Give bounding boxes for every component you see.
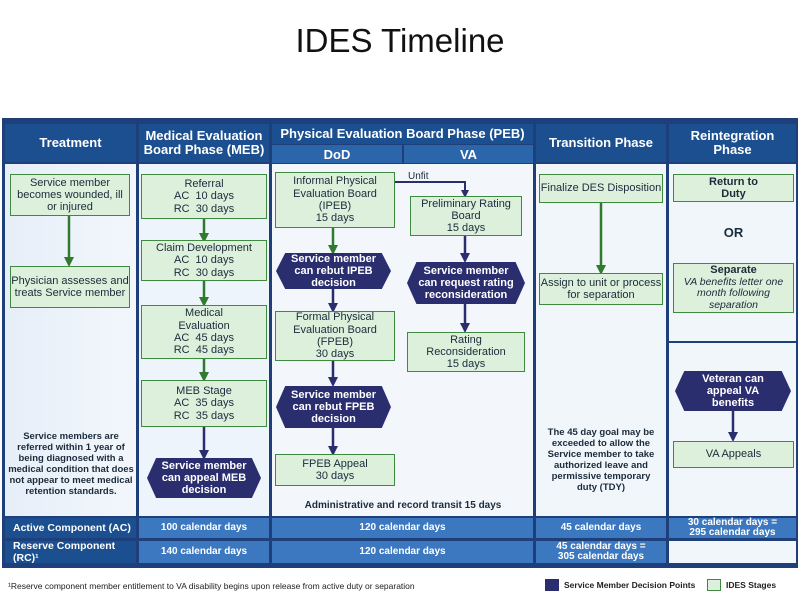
stage-finalize-disposition: Finalize DES Disposition — [539, 174, 663, 203]
admin-transit-note: Administrative and record transit 15 day… — [304, 500, 502, 511]
page-title: IDES Timeline — [295, 22, 505, 59]
header-peb: Physical Evaluation Board Phase (PEB) — [272, 124, 533, 144]
decision-rebut-ipeb: Service member can rebut IPEB decision — [276, 253, 391, 289]
stage-wounded: Service member becomes wounded, ill or i… — [10, 174, 130, 216]
stage-meb: MEB Stage AC 35 days RC 35 days — [141, 380, 267, 427]
decision-appeal-meb: Service member can appeal MEB decision — [147, 458, 261, 498]
stage-separate: Separate VA benefits letter one month fo… — [673, 263, 794, 313]
header-peb-dod: DoD — [272, 145, 402, 163]
stage-assign-unit: Assign to unit or process for separation — [539, 273, 663, 305]
ac-meb-days: 100 calendar days — [139, 518, 269, 538]
decision-appeal-va-benefits: Veteran can appeal VA benefits — [675, 371, 791, 411]
rc-transition-days: 45 calendar days = 305 calendar days — [536, 541, 666, 563]
stage-return-to-duty: Return to Duty — [673, 174, 794, 202]
rc-row-label: Reserve Component (RC)¹ — [5, 540, 136, 564]
stage-medical-evaluation: Medical Evaluation AC 45 days RC 45 days — [141, 305, 267, 359]
stage-va-appeals: VA Appeals — [673, 441, 794, 468]
stage-claim-development: Claim Development AC 10 days RC 30 days — [141, 240, 267, 281]
decision-rebut-fpeb: Service member can rebut FPEB decision — [276, 386, 391, 428]
legend-decision-swatch — [545, 579, 559, 591]
legend-stage-label: IDES Stages — [726, 580, 777, 590]
decision-request-reconsideration: Service member can request rating recons… — [407, 262, 525, 304]
header-peb-va: VA — [404, 145, 533, 163]
stage-physician: Physician assesses and treats Service me… — [10, 266, 130, 308]
header-reintegration: Reintegration Phase — [669, 124, 796, 162]
stage-rating-reconsideration: Rating Reconsideration 15 days — [407, 332, 525, 372]
ac-row-label: Active Component (AC) — [5, 518, 136, 538]
treatment-note: Service members are referred within 1 ye… — [8, 431, 134, 497]
stage-fpeb: Formal Physical Evaluation Board (FPEB) … — [275, 311, 395, 361]
ac-reintegration-days: 30 calendar days = 295 calendar days — [669, 517, 796, 538]
treatment-column — [5, 164, 136, 516]
footnote: ¹Reserve component member entitlement to… — [8, 581, 415, 591]
ac-peb-days: 120 calendar days — [272, 518, 533, 538]
stage-ipeb: Informal Physical Evaluation Board (IPEB… — [275, 172, 395, 228]
rc-peb-days: 120 calendar days — [272, 541, 533, 563]
stage-fpeb-appeal: FPEB Appeal 30 days — [275, 454, 395, 486]
or-label: OR — [723, 225, 744, 240]
ac-transition-days: 45 calendar days — [536, 518, 666, 538]
header-meb: Medical Evaluation Board Phase (MEB) — [139, 124, 269, 162]
transition-note: The 45 day goal may be exceeded to allow… — [547, 427, 655, 493]
unfit-label: Unfit — [408, 171, 429, 182]
header-transition: Transition Phase — [536, 124, 666, 162]
stage-preliminary-rating: Preliminary Rating Board 15 days — [410, 196, 522, 236]
legend-decision-label: Service Member Decision Points — [564, 580, 696, 590]
header-treatment: Treatment — [5, 124, 136, 162]
stage-referral: Referral AC 10 days RC 30 days — [141, 174, 267, 219]
rc-meb-days: 140 calendar days — [139, 541, 269, 563]
legend-stage-swatch — [707, 579, 721, 591]
rc-reintegration-blank — [669, 541, 796, 563]
